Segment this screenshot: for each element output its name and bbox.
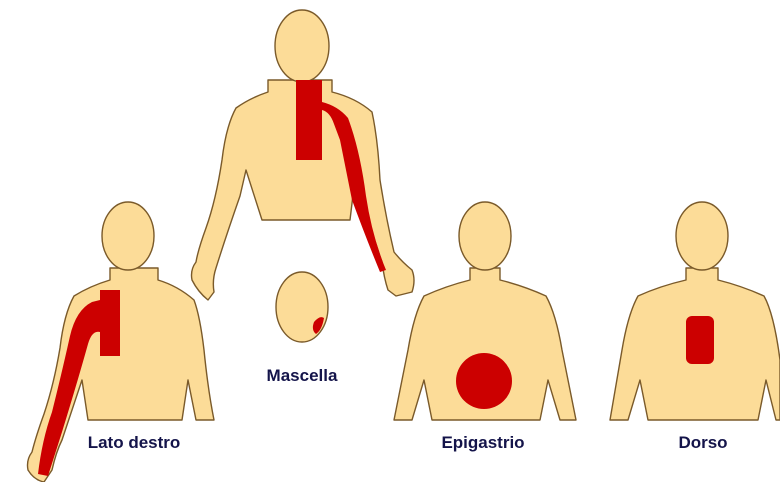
figure-epigastric [394,202,576,420]
head [459,202,511,270]
figure-jaw [276,272,328,342]
label-jaw: Mascella [267,366,338,386]
epigastric-pain-area [456,353,512,409]
label-epigastric: Epigastrio [441,433,524,453]
figure-back [610,202,780,420]
figure-chest-left-arm [192,10,415,300]
head [676,202,728,270]
head [275,10,329,82]
label-back: Dorso [678,433,727,453]
head [102,202,154,270]
back-pain-area [686,316,714,364]
jaw-head [276,272,328,342]
label-right-side: Lato destro [88,433,181,453]
